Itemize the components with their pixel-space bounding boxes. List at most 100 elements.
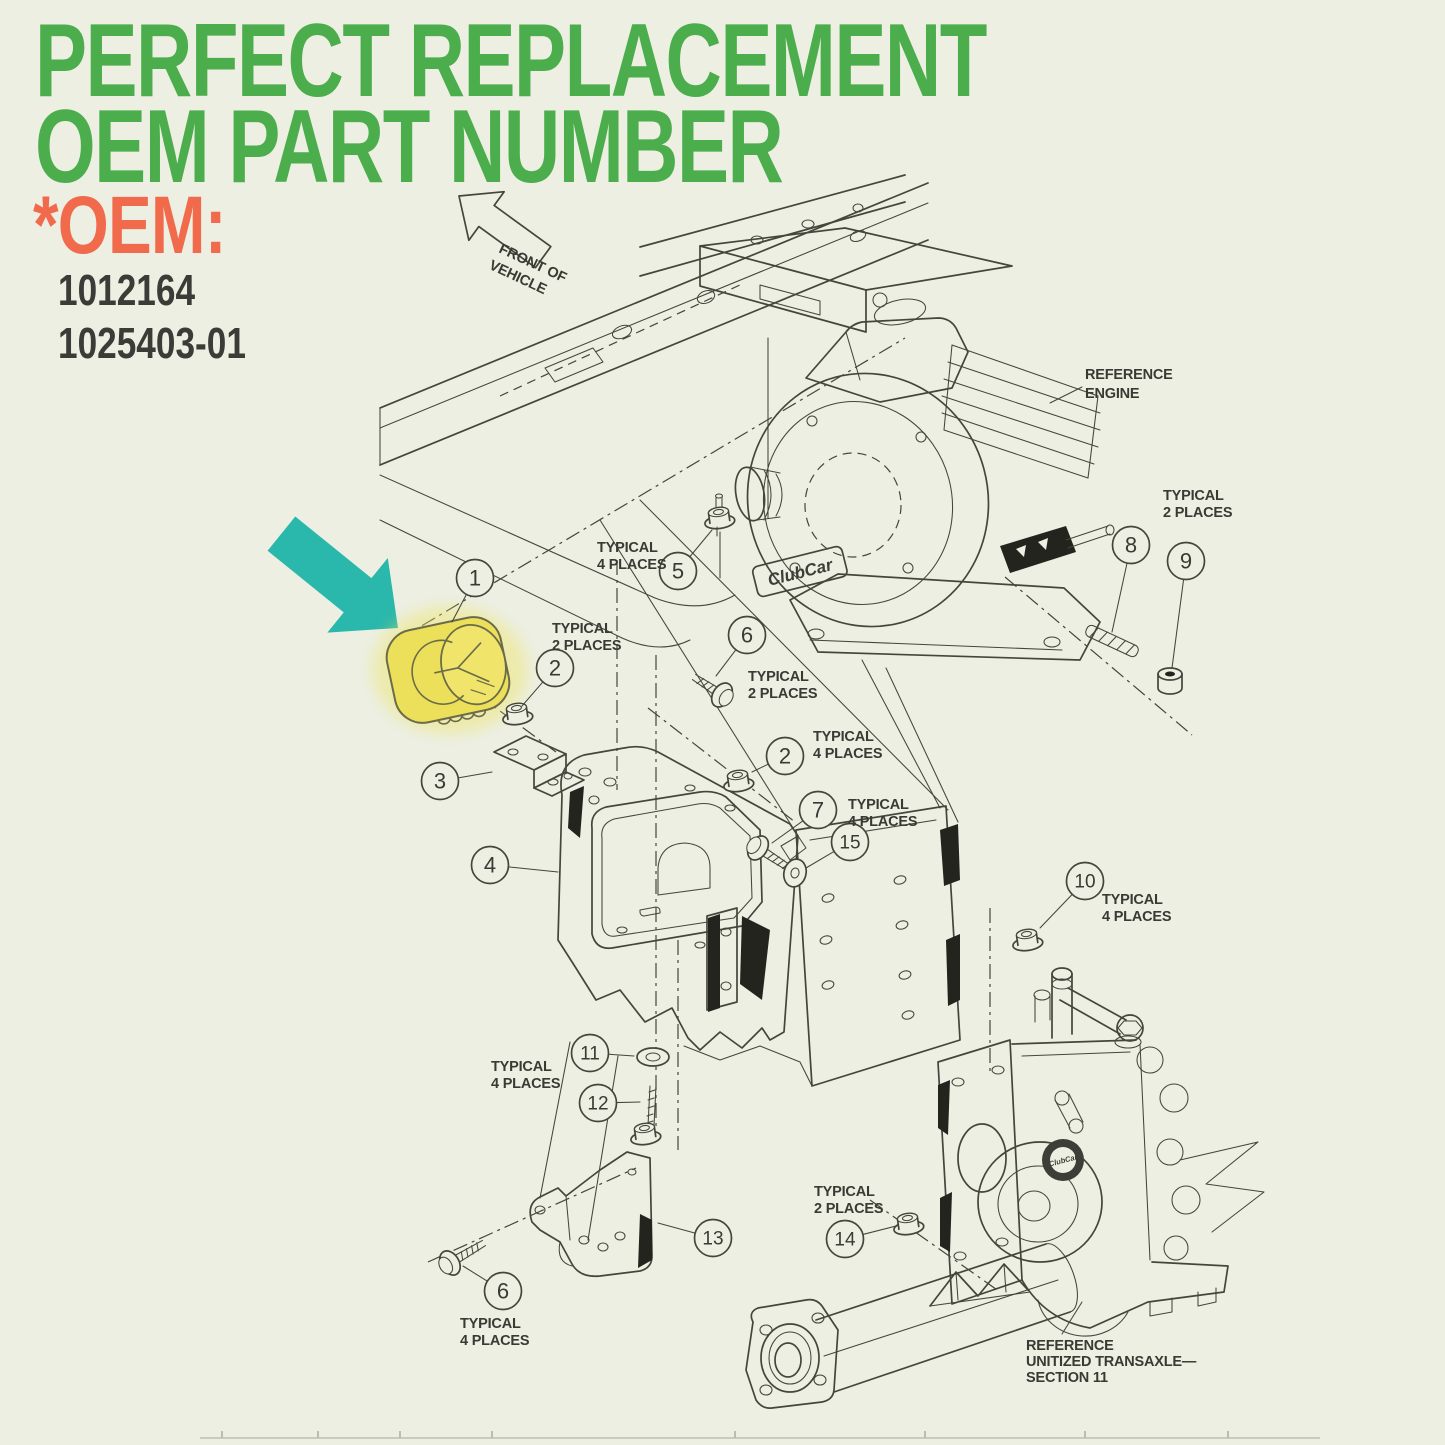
callout-circle bbox=[693, 1218, 733, 1258]
callout-number: 15 bbox=[839, 833, 860, 854]
front-of-vehicle-arrow-icon bbox=[458, 190, 552, 269]
svg-text:ENGINE: ENGINE bbox=[1085, 386, 1140, 402]
callout-number: 10 bbox=[1074, 872, 1095, 893]
callout-number: 6 bbox=[497, 1279, 509, 1304]
callout-11: 11 bbox=[570, 1033, 635, 1073]
svg-text:2 PLACES: 2 PLACES bbox=[552, 638, 622, 654]
svg-text:TYPICAL: TYPICAL bbox=[814, 1184, 875, 1200]
svg-text:TYPICAL: TYPICAL bbox=[848, 797, 909, 813]
highlight-arrow-icon bbox=[267, 516, 398, 633]
callout-6: 6 bbox=[715, 615, 767, 677]
svg-text:2 PLACES: 2 PLACES bbox=[1163, 505, 1233, 521]
flange-nut-icon bbox=[502, 702, 534, 726]
svg-text:4 PLACES: 4 PLACES bbox=[848, 814, 918, 830]
stud-tip-icon bbox=[714, 493, 724, 537]
callout-circle bbox=[578, 1083, 618, 1123]
callout-circle bbox=[570, 1033, 610, 1073]
washer-icon bbox=[782, 858, 808, 888]
callout-10: 10 bbox=[1039, 861, 1105, 929]
bolt-12-drawing bbox=[646, 1085, 657, 1127]
callout-2: 2 bbox=[521, 648, 575, 707]
transaxle-drawing: ClubCar bbox=[937, 967, 1265, 1337]
svg-text:TYPICAL: TYPICAL bbox=[552, 621, 613, 637]
title-line-1: PERFECT REPLACEMENT bbox=[35, 3, 987, 119]
svg-text:UNITIZED TRANSAXLE—: UNITIZED TRANSAXLE— bbox=[1026, 1354, 1197, 1370]
callout-circle bbox=[483, 1271, 523, 1311]
engine-badge-text: ClubCar bbox=[766, 555, 836, 590]
svg-text:TYPICAL: TYPICAL bbox=[597, 540, 658, 556]
flange-nut-icon bbox=[723, 769, 755, 793]
svg-text:4 PLACES: 4 PLACES bbox=[460, 1333, 530, 1349]
title-line-2: OEM PART NUMBER bbox=[35, 89, 784, 205]
callout-circle bbox=[535, 648, 575, 688]
callout-circle bbox=[470, 845, 510, 885]
svg-text:SECTION 11: SECTION 11 bbox=[1026, 1370, 1108, 1386]
svg-text:4 PLACES: 4 PLACES bbox=[1102, 909, 1172, 925]
callout-14: 14 bbox=[825, 1219, 897, 1259]
hex-bolt-icon bbox=[691, 673, 734, 708]
callout-circle bbox=[825, 1219, 865, 1259]
callout-number: 2 bbox=[779, 744, 791, 769]
callout-circle bbox=[1065, 861, 1105, 901]
flange-nut-icon bbox=[1012, 928, 1044, 952]
svg-text:TYPICAL: TYPICAL bbox=[813, 729, 874, 745]
callout-4: 4 bbox=[470, 845, 559, 885]
frame-drawing bbox=[379, 174, 1013, 648]
callout-number: 11 bbox=[580, 1044, 600, 1065]
callout-13: 13 bbox=[657, 1218, 733, 1258]
callout-number: 3 bbox=[434, 769, 446, 794]
washer-icon bbox=[636, 1047, 670, 1067]
svg-text:REFERENCE: REFERENCE bbox=[1085, 367, 1173, 383]
axle-tube-drawing bbox=[745, 1243, 1078, 1409]
callout-number: 8 bbox=[1125, 533, 1137, 558]
callout-circle bbox=[1111, 525, 1151, 565]
mount-bracket-drawing bbox=[557, 745, 813, 1087]
engine-drawing: ClubCar bbox=[734, 292, 1115, 661]
callout-9: 9 bbox=[1166, 541, 1206, 669]
callout-circle bbox=[658, 551, 698, 591]
callout-circle bbox=[1166, 541, 1206, 581]
callout-8: 8 bbox=[1111, 525, 1151, 633]
callout-number: 4 bbox=[484, 853, 496, 878]
svg-text:2 PLACES: 2 PLACES bbox=[748, 686, 818, 702]
callout-6: 6 bbox=[462, 1265, 523, 1311]
highlighted-part bbox=[372, 606, 528, 734]
callout-number: 5 bbox=[672, 559, 684, 584]
svg-text:TYPICAL: TYPICAL bbox=[460, 1316, 521, 1332]
part-number-1: 1012164 bbox=[58, 266, 196, 315]
callout-number: 13 bbox=[702, 1229, 723, 1250]
callout-circle bbox=[830, 822, 870, 862]
callout-15: 15 bbox=[805, 822, 870, 869]
callout-circle bbox=[727, 615, 767, 655]
callout-circle bbox=[798, 790, 838, 830]
svg-text:TYPICAL: TYPICAL bbox=[1102, 892, 1163, 908]
part-number-2: 1025403-01 bbox=[58, 319, 246, 368]
svg-text:TYPICAL: TYPICAL bbox=[491, 1059, 552, 1075]
support-bracket-drawing bbox=[529, 1151, 653, 1278]
fasteners bbox=[438, 493, 1044, 1276]
svg-text:REFERENCE: REFERENCE bbox=[1026, 1338, 1114, 1354]
callout-7: 7 bbox=[771, 790, 838, 844]
callout-5: 5 bbox=[658, 529, 713, 591]
callout-circle bbox=[765, 736, 805, 776]
callout-2: 2 bbox=[751, 736, 805, 776]
hex-bolt-icon bbox=[438, 1239, 487, 1276]
svg-text:TYPICAL: TYPICAL bbox=[1163, 488, 1224, 504]
callout-1: 1 bbox=[451, 558, 495, 623]
callout-number: 1 bbox=[469, 566, 481, 591]
flange-nut-icon bbox=[630, 1122, 662, 1146]
callout-number: 14 bbox=[834, 1230, 856, 1251]
engine-mount-plate-drawing bbox=[795, 805, 961, 1087]
callout-number: 6 bbox=[741, 623, 753, 648]
